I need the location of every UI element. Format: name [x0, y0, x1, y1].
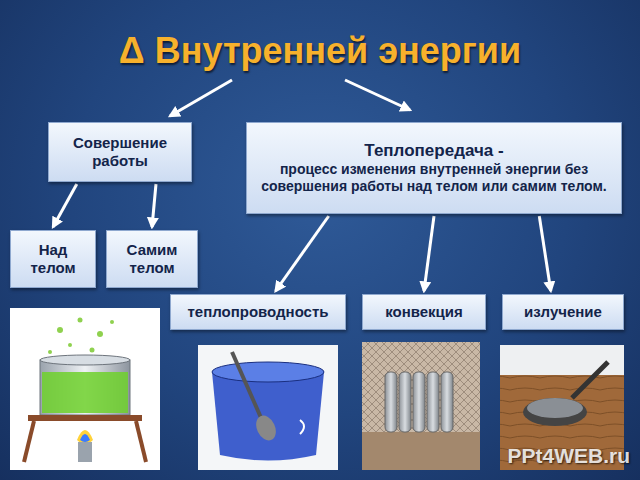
arrow-connector [424, 216, 434, 291]
subcategory-box: Самим телом [106, 230, 198, 288]
category-box: Совершение работы [48, 122, 192, 182]
subcategory-box: теплопроводность [170, 294, 346, 330]
box-heading: Совершение работы [57, 134, 183, 170]
diagram-title: Δ Внутренней энергии [0, 30, 640, 72]
arrow-connector [53, 184, 77, 227]
boiling-pot-picture [10, 308, 160, 470]
box-heading: излучение [524, 303, 602, 321]
watermark: PPt4WEB.ru [507, 444, 630, 468]
subcategory-box: излучение [502, 294, 624, 330]
box-heading: Самим телом [117, 241, 187, 277]
box-heading: теплопроводность [187, 303, 328, 321]
subcategory-box: Над телом [10, 230, 96, 288]
arrow-connector [539, 216, 551, 291]
box-heading: конвекция [385, 303, 463, 321]
glass-spoon-picture [198, 345, 338, 470]
box-heading: Над телом [21, 241, 85, 277]
subcategory-box: конвекция [362, 294, 486, 330]
arrow-connector [276, 216, 329, 291]
radiator-picture [362, 342, 480, 470]
box-body: процесс изменения внутренней энергии без… [257, 161, 611, 195]
box-heading: Теплопередача - [364, 141, 503, 161]
category-box: Теплопередача -процесс изменения внутрен… [246, 122, 622, 214]
arrow-connector [152, 184, 156, 227]
